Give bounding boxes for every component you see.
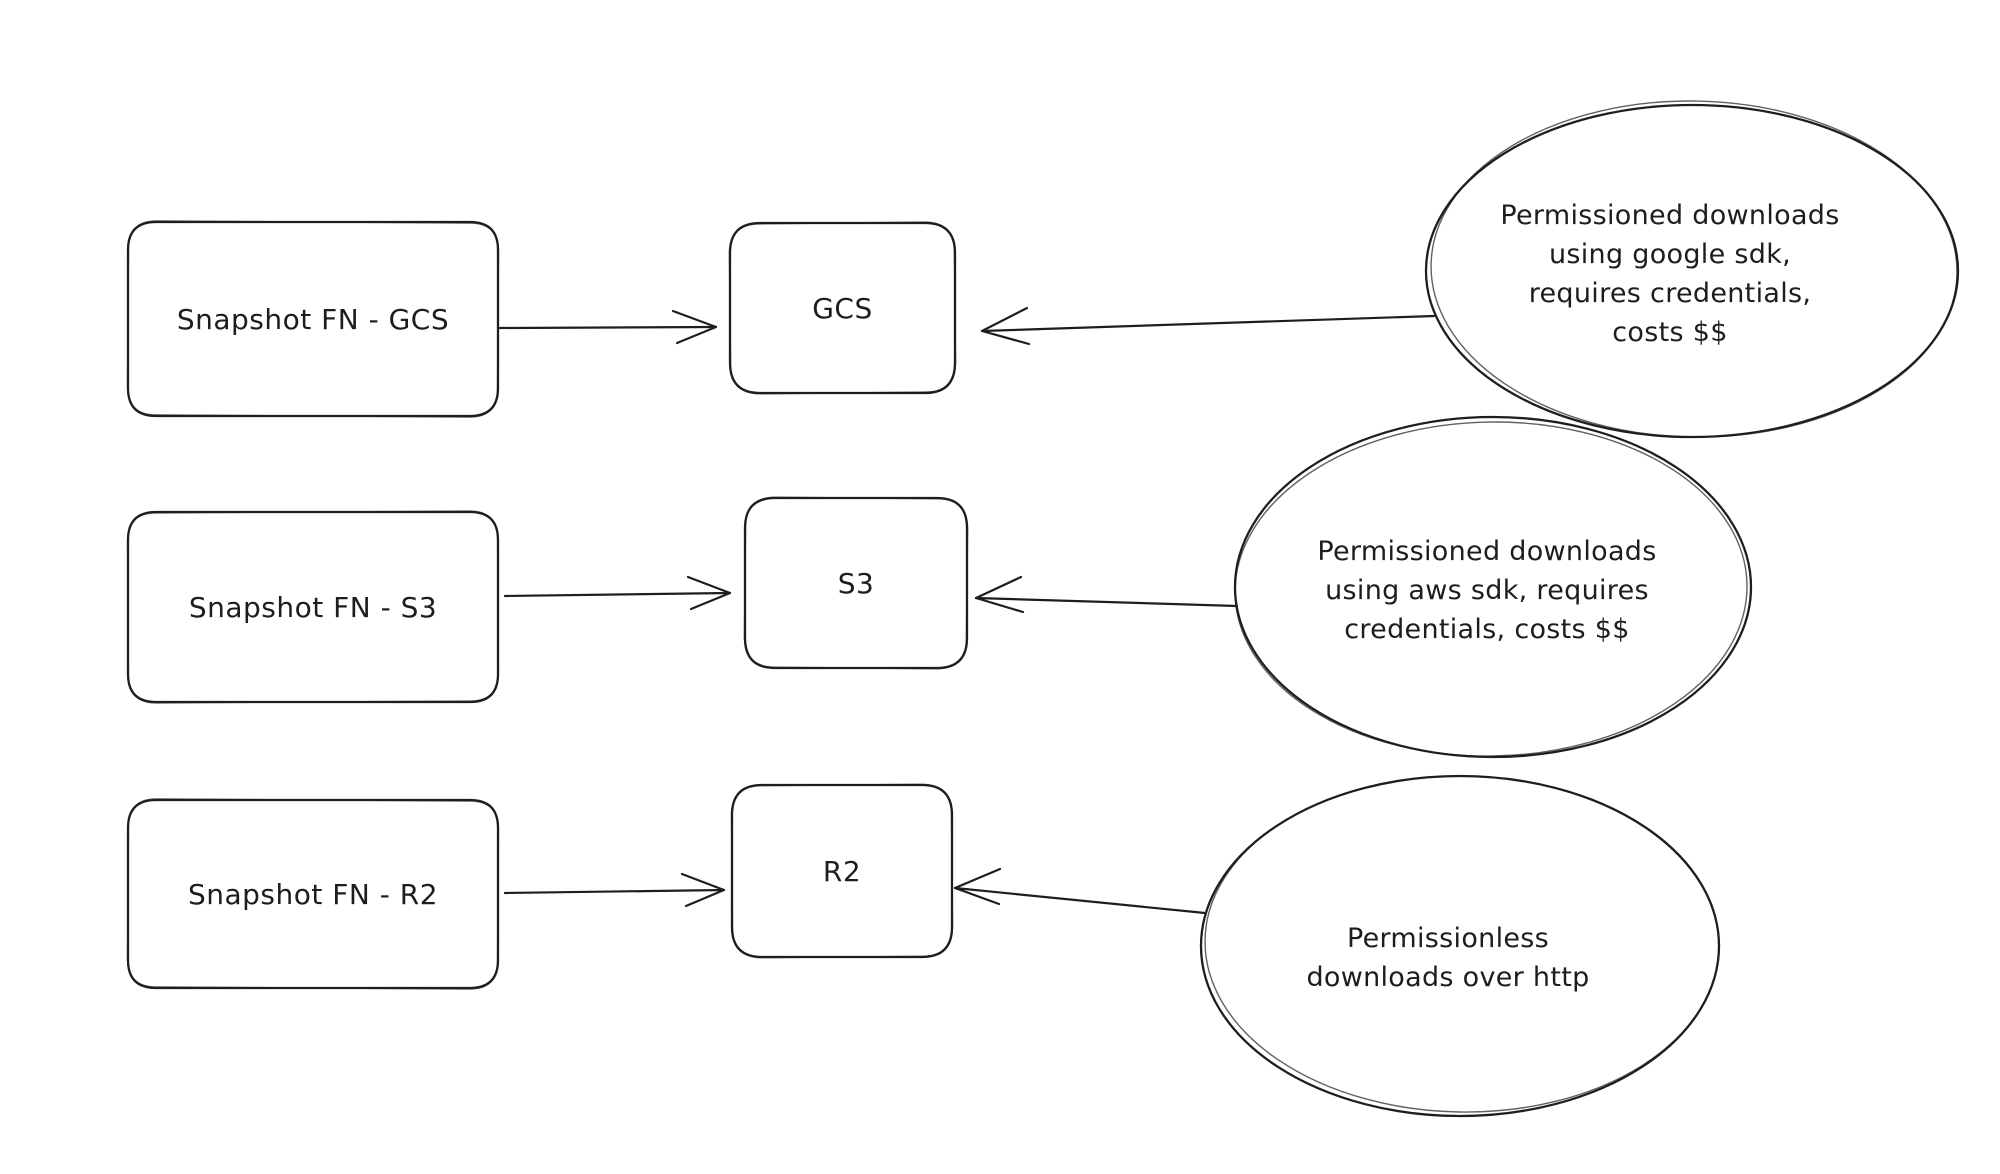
annotation-s3-line-2: using aws sdk, requires bbox=[1325, 575, 1649, 606]
annotation-ellipse-r2-outline-sketch bbox=[1204, 775, 1720, 1113]
target-box-gcs-label: GCS bbox=[812, 291, 873, 325]
target-box-gcs-outline-sketch bbox=[728, 221, 957, 395]
arrow-snapshot-to-s3-line bbox=[503, 591, 732, 598]
target-box-r2-label: R2 bbox=[822, 854, 862, 888]
target-box-s3-shape bbox=[743, 496, 969, 670]
arrow-snapshot-to-r2 bbox=[503, 872, 726, 908]
annotation-gcs-line-3: requires credentials, bbox=[1528, 278, 1812, 309]
arrow-annotation-to-r2-line bbox=[953, 886, 1207, 915]
annotation-ellipse-s3-outline-sketch bbox=[1234, 421, 1748, 757]
arrow-snapshot-to-r2-head bbox=[680, 872, 726, 908]
source-box-r2-label: Snapshot FN - R2 bbox=[187, 877, 439, 911]
annotation-ellipse-s3-shape bbox=[1233, 415, 1753, 759]
target-box-r2-shape bbox=[730, 783, 954, 959]
arrow-annotation-to-s3 bbox=[974, 575, 1239, 614]
source-box-gcs-label: Snapshot FN - GCS bbox=[176, 302, 450, 336]
source-box-s3-label: Snapshot FN - S3 bbox=[188, 590, 438, 624]
annotation-r2-text: Permissionless downloads over http bbox=[1168, 919, 1728, 997]
arrow-snapshot-to-r2-line bbox=[503, 888, 726, 895]
target-box-s3-outline-sketch bbox=[743, 496, 969, 670]
annotation-gcs-text: Permissioned downloads using google sdk,… bbox=[1390, 196, 1950, 352]
annotation-r2-line-1: Permissionless bbox=[1346, 923, 1550, 954]
annotation-gcs-line-4: costs $$ bbox=[1612, 317, 1728, 348]
arrow-annotation-to-r2-head bbox=[953, 867, 1002, 906]
target-box-r2-outline-sketch bbox=[730, 783, 954, 959]
annotation-s3-text: Permissioned downloads using aws sdk, re… bbox=[1207, 532, 1767, 649]
arrow-annotation-to-gcs bbox=[980, 306, 1436, 346]
annotation-r2-line-2: downloads over http bbox=[1306, 962, 1590, 993]
arrow-snapshot-to-s3-head bbox=[686, 575, 732, 611]
annotation-s3-line-1: Permissioned downloads bbox=[1317, 536, 1657, 567]
annotation-gcs-line-2: using google sdk, bbox=[1548, 239, 1792, 270]
target-box-gcs-shape bbox=[728, 221, 957, 395]
arrow-snapshot-to-gcs-head bbox=[671, 309, 718, 345]
target-box-s3-label: S3 bbox=[837, 566, 875, 600]
annotation-gcs-line-1: Permissioned downloads bbox=[1500, 200, 1840, 231]
source-box-gcs-outline-sketch bbox=[126, 220, 500, 418]
annotation-ellipse-gcs-shape bbox=[1424, 100, 1960, 439]
source-box-r2-shape bbox=[126, 798, 500, 990]
arrow-snapshot-to-s3 bbox=[503, 575, 732, 611]
arrow-annotation-to-s3-head bbox=[974, 575, 1025, 614]
annotation-ellipse-r2-shape bbox=[1199, 774, 1721, 1118]
source-box-gcs-shape bbox=[126, 220, 500, 418]
arrow-snapshot-to-gcs-line bbox=[498, 325, 718, 330]
arrow-annotation-to-gcs-head bbox=[980, 306, 1031, 346]
annotation-s3-line-3: credentials, costs $$ bbox=[1344, 614, 1630, 645]
source-box-r2-outline-sketch bbox=[126, 798, 500, 990]
arrow-annotation-to-s3-line bbox=[974, 596, 1239, 608]
arrow-snapshot-to-gcs bbox=[498, 309, 718, 345]
annotation-ellipse-gcs-outline-sketch bbox=[1430, 100, 1958, 438]
arrow-annotation-to-gcs-line bbox=[980, 314, 1436, 333]
source-box-s3-shape bbox=[126, 510, 500, 704]
source-box-s3-outline-sketch bbox=[126, 510, 500, 704]
arrow-annotation-to-r2 bbox=[953, 867, 1207, 915]
